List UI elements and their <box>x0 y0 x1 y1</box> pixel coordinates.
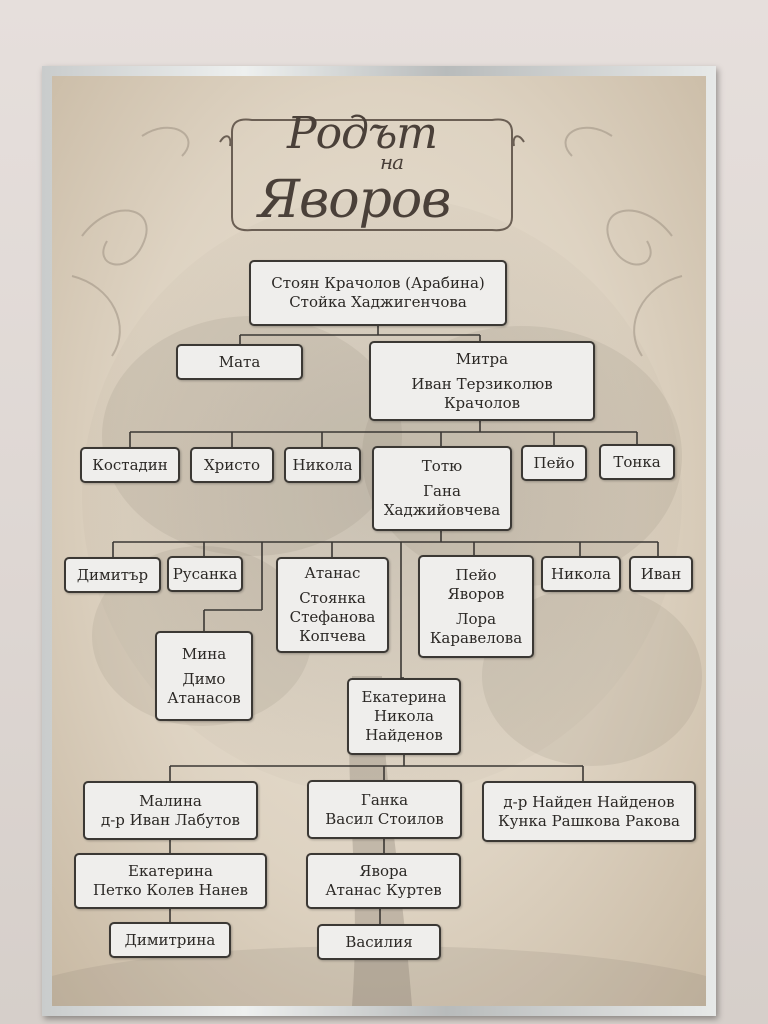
node-nikola-1: Никола <box>284 447 361 483</box>
person-name-line1: Пейо <box>455 565 497 584</box>
person-name: Мина <box>181 644 227 663</box>
node-nikola-2: Никола <box>541 556 621 592</box>
person-name: Никола <box>292 455 353 474</box>
node-tonka: Тонка <box>599 444 675 480</box>
person-name: Стоян Крачолов (Арабина) <box>271 274 485 292</box>
person-name: Атанас <box>304 564 361 582</box>
node-ekaterina-1: Екатерина Никола Найденов <box>347 678 461 755</box>
spouse-name-line2: Каравелова <box>429 628 523 647</box>
node-dimitar: Димитър <box>64 557 161 593</box>
node-ekaterina-2: Екатерина Петко Колев Нанев <box>74 853 267 909</box>
node-peyo-1: Пейо <box>521 445 587 481</box>
person-name: Мата <box>218 352 261 371</box>
spouse-name-line2: Крачолов <box>443 393 521 412</box>
spouse-name-line1: Лора <box>455 609 497 628</box>
node-ivan: Иван <box>629 556 693 592</box>
spouse-name-line2: Стефанова <box>289 608 376 626</box>
spouse-name-line2: Атанасов <box>167 688 241 707</box>
person-name: Екатерина <box>361 688 447 706</box>
node-mitra: Митра Иван Терзиколюв Крачолов <box>369 341 595 421</box>
node-ganka: Ганка Васил Стоилов <box>307 780 462 839</box>
spouse-name: Кунка Рашкова Ракова <box>498 811 680 830</box>
spouse-name-line1: Стоянка <box>299 589 366 607</box>
person-name: Димитрина <box>124 930 216 949</box>
title-cartouche <box>219 118 525 232</box>
title-line-1: Родът <box>287 108 438 159</box>
node-atanas: Атанас Стоянка Стефанова Копчева <box>276 557 389 653</box>
node-hristo: Христо <box>190 447 274 483</box>
node-kostadin: Костадин <box>80 447 180 483</box>
spouse-name: д-р Иван Лабутов <box>101 810 240 829</box>
spouse-name-line1: Димо <box>182 669 226 688</box>
spouse-name-line2: Найденов <box>365 726 443 744</box>
node-vasilia: Василия <box>317 924 441 960</box>
spouse-name-line3: Копчева <box>299 627 366 645</box>
person-name-line2: Яворов <box>447 584 505 603</box>
person-name: Малина <box>139 791 202 810</box>
person-name: Димитър <box>76 565 149 584</box>
spouse-name-line1: Гана <box>423 482 461 500</box>
node-yavora: Явора Атанас Куртев <box>306 853 461 909</box>
person-name: Тонка <box>613 452 661 471</box>
person-name: Русанка <box>172 564 238 583</box>
node-peyo-yavorov: Пейо Яворов Лора Каравелова <box>418 555 534 658</box>
spouse-name-line2: Хаджийовчева <box>383 501 501 519</box>
node-mata: Мата <box>176 344 303 380</box>
person-name: Митра <box>455 349 509 368</box>
node-malina: Малина д-р Иван Лабутов <box>83 781 258 840</box>
person-name: Иван <box>640 564 682 583</box>
person-name: Явора <box>359 862 408 880</box>
node-nayden-naydenov: д-р Найден Найденов Кунка Рашкова Ракова <box>482 781 696 842</box>
title-line-3: Яворов <box>258 170 451 230</box>
person-name: Тотю <box>421 457 463 475</box>
spouse-name: Стойка Хаджигенчова <box>289 293 467 311</box>
node-stoyan-krachilov: Стоян Крачолов (Арабина) Стойка Хаджиген… <box>249 260 507 326</box>
person-name: Христо <box>203 455 260 474</box>
person-name: Ганка <box>360 790 409 809</box>
node-rusanka: Русанка <box>167 556 243 592</box>
node-totyu: Тотю Гана Хаджийовчева <box>372 446 512 531</box>
person-name: Василия <box>345 932 413 951</box>
node-dimitrina: Димитрина <box>109 922 231 958</box>
spouse-name: Атанас Куртев <box>325 881 442 899</box>
person-name: Екатерина <box>128 862 213 880</box>
person-name: д-р Найден Найденов <box>503 792 675 811</box>
spouse-name: Петко Колев Нанев <box>92 881 249 899</box>
person-name: Никола <box>551 564 611 583</box>
node-mina: Мина Димо Атанасов <box>155 631 253 721</box>
person-name: Пейо <box>533 453 575 472</box>
spouse-name: Васил Стоилов <box>325 809 444 828</box>
person-name: Костадин <box>92 455 168 474</box>
spouse-name-line1: Никола <box>374 707 434 725</box>
title-line-2: на <box>380 150 404 174</box>
spouse-name-line1: Иван Терзиколюв <box>411 374 553 393</box>
